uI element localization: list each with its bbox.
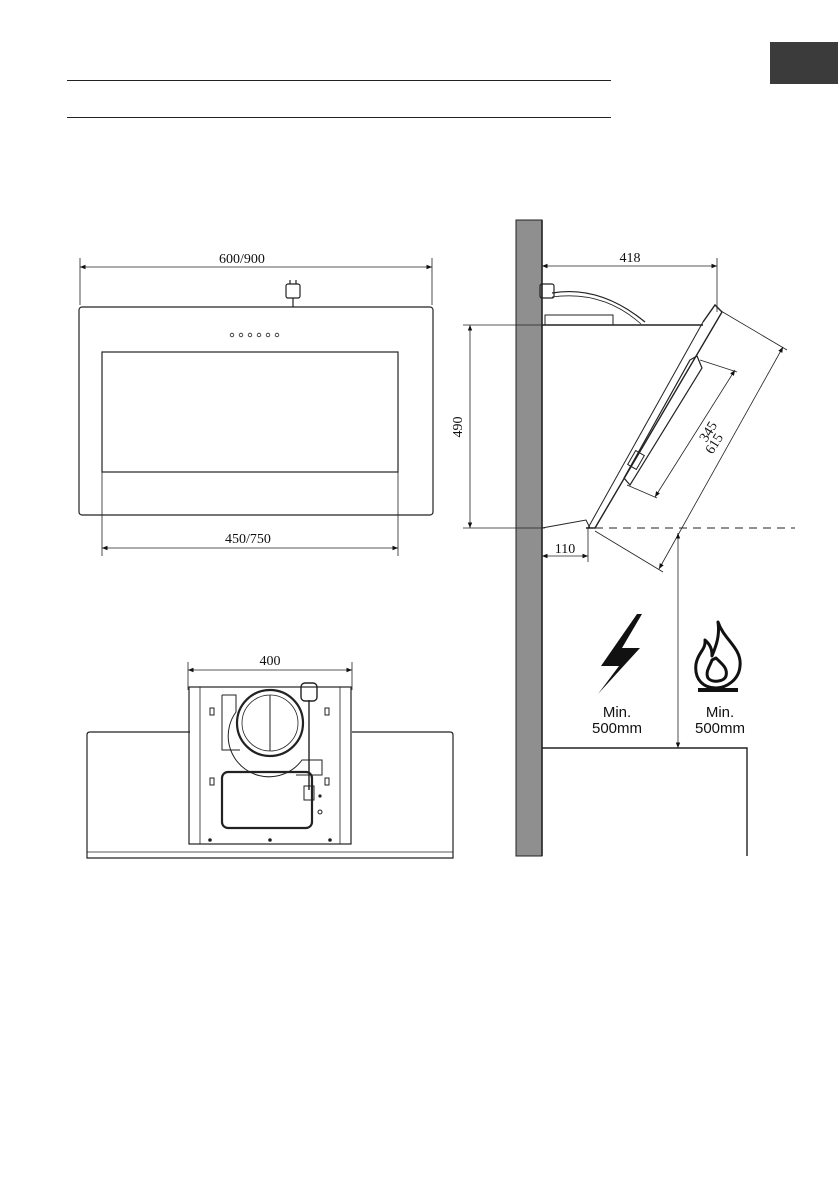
power-plug-icon xyxy=(286,280,300,307)
electric-min-label: Min. xyxy=(603,704,631,721)
lightning-icon xyxy=(598,614,642,694)
filter-compartment xyxy=(222,772,312,828)
electric-distance-label: 500mm xyxy=(592,720,642,737)
top-view xyxy=(87,662,453,858)
top-width-label: 400 xyxy=(260,654,281,669)
side-depth-label: 418 xyxy=(620,251,641,266)
side-offset-label: 110 xyxy=(555,542,575,557)
gas-distance-label: 500mm xyxy=(695,720,745,737)
wall xyxy=(516,220,542,856)
gas-min-label: Min. xyxy=(706,704,734,721)
hood-glass-panel xyxy=(102,352,398,472)
counter-top xyxy=(542,748,747,856)
control-buttons xyxy=(230,333,279,337)
top-plug-icon xyxy=(301,683,317,701)
side-height-label: 490 xyxy=(451,417,466,438)
side-filter xyxy=(624,356,702,485)
side-view xyxy=(463,220,795,856)
front-view xyxy=(79,258,433,556)
front-inner-width-label: 450/750 xyxy=(225,532,271,547)
front-width-label: 600/900 xyxy=(219,252,265,267)
side-filter-dimension xyxy=(655,370,735,497)
flame-icon xyxy=(696,622,740,690)
hood-front-body xyxy=(79,307,433,515)
